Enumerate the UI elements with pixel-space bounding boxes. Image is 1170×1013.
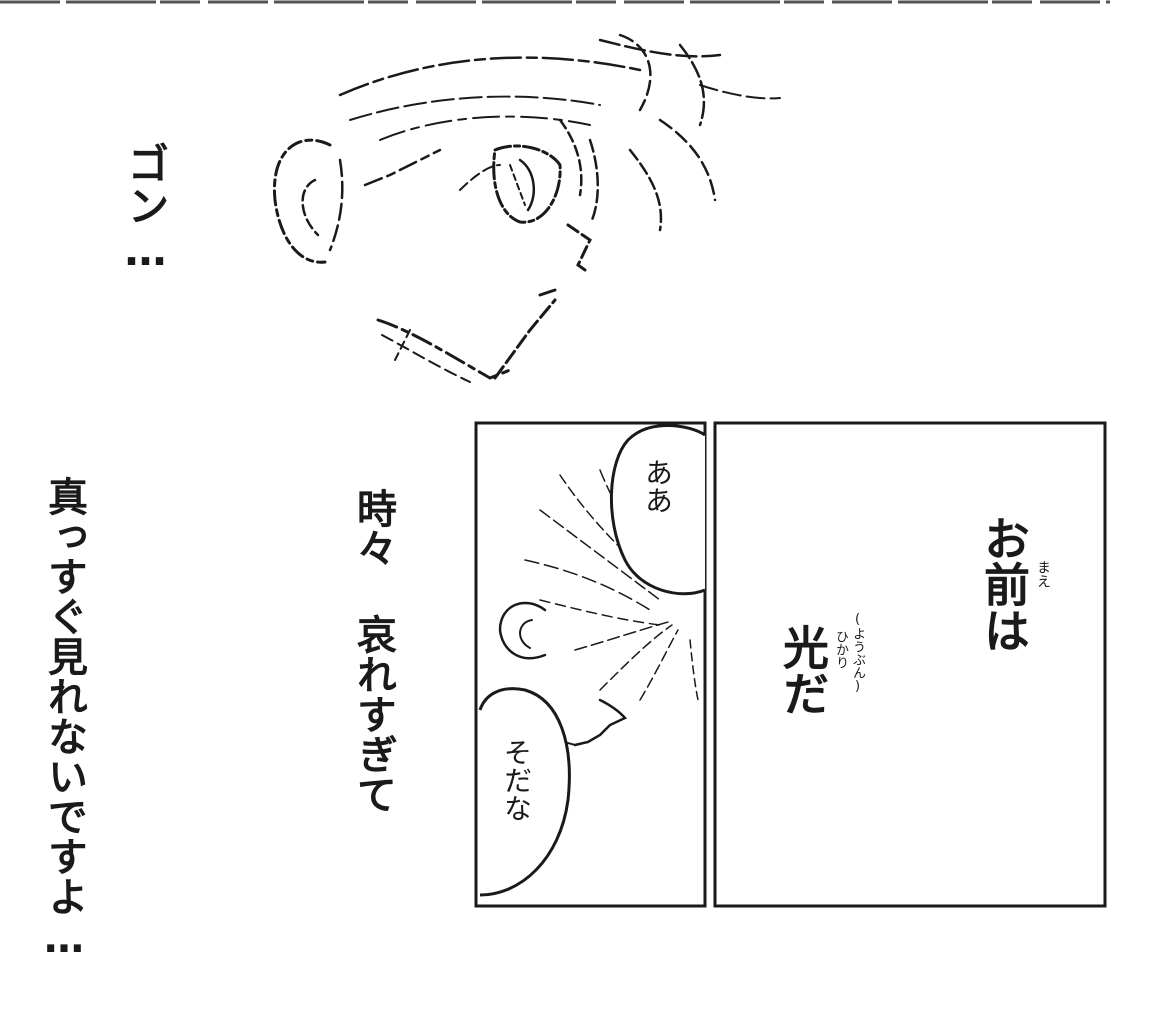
panel-line-omaewa: お前は [977, 515, 1031, 653]
caption-gon: ゴン… [121, 142, 170, 275]
panel-furigana-mae: まえ [1035, 560, 1051, 588]
caption-massugu: 真っすぐ見れないですよ… [41, 476, 87, 962]
bubble-aa-text: ああ [641, 458, 674, 514]
panel-line-hikarida: 光だ [776, 624, 830, 716]
panel-furigana-hikari: ひかり [833, 630, 848, 669]
panel-right-frame [713, 421, 1107, 908]
ear-sketch-icon [498, 601, 547, 660]
bubble-aa-shape [610, 424, 706, 596]
bubble-sodana-text: そだな [500, 738, 533, 822]
face-sketch-icon [272, 33, 781, 383]
bubble-sodana-shape [478, 687, 571, 897]
panel-note-youbun: (ようぶん) [850, 612, 865, 694]
caption-toki: 時々 哀れすぎて [350, 488, 396, 814]
panel-left-frame [474, 421, 707, 908]
